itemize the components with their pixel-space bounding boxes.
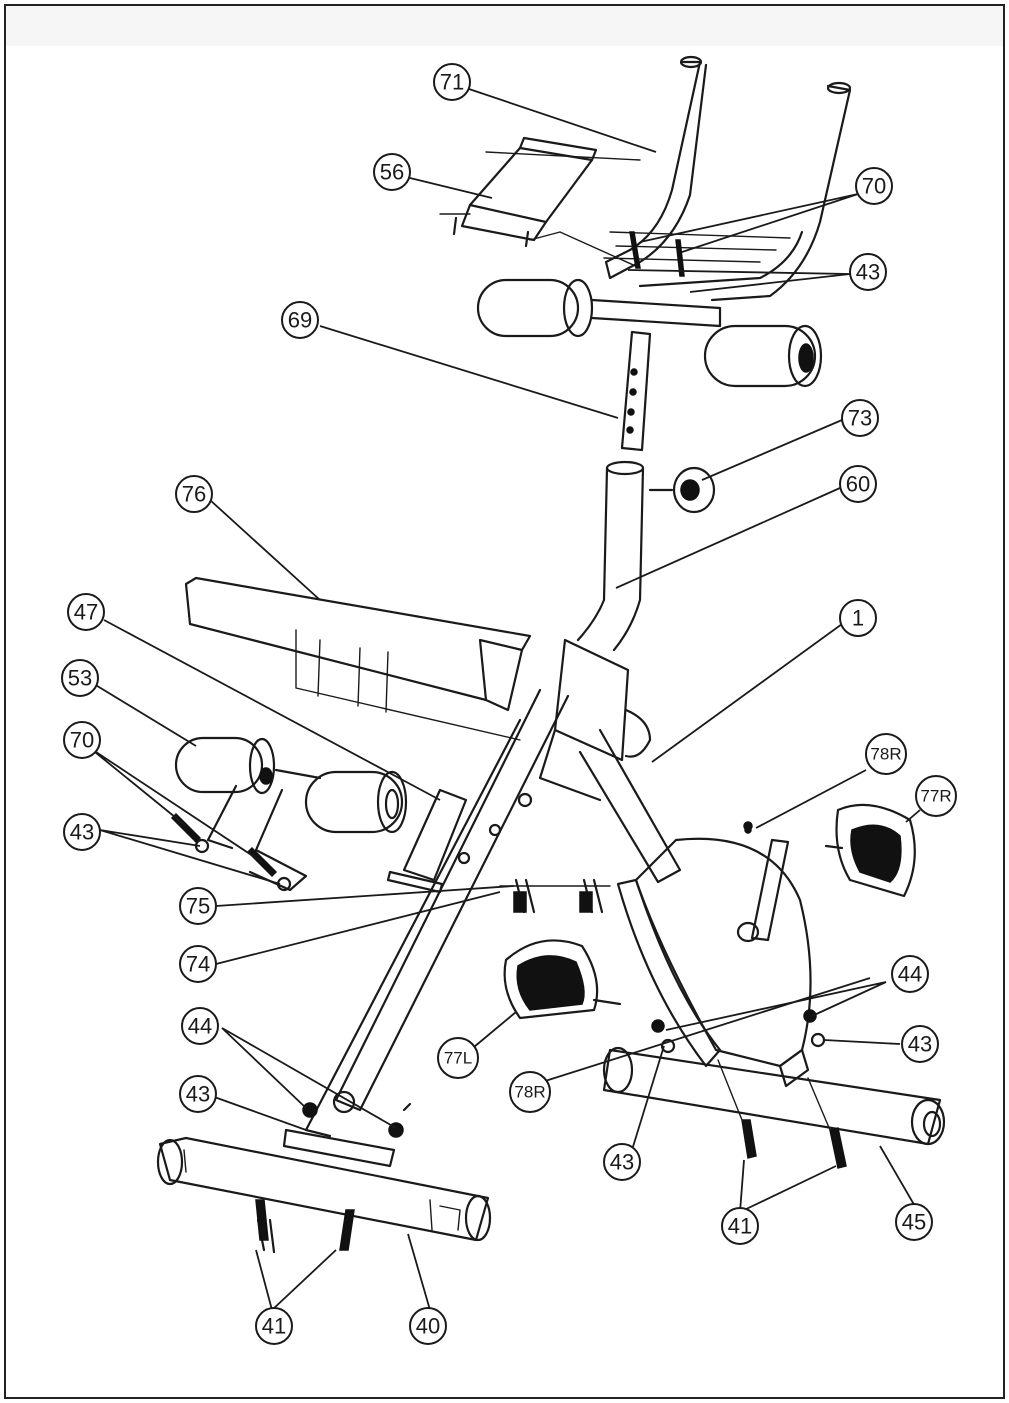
callout-53-label: 53 — [68, 666, 92, 691]
callout-70-top: 70 — [855, 167, 893, 205]
callout-77r: 77R — [915, 775, 957, 817]
callout-45: 45 — [895, 1203, 933, 1241]
callout-44-left-label: 44 — [188, 1014, 212, 1039]
top-band — [6, 6, 1003, 46]
leg-roller-pads — [174, 736, 408, 892]
callout-69: 69 — [281, 301, 319, 339]
adjustment-knob — [648, 466, 716, 514]
callout-43-lower-left: 43 — [179, 1075, 217, 1113]
rear-stabilizer — [602, 1046, 946, 1169]
callout-76-label: 76 — [182, 482, 206, 507]
callout-69-label: 69 — [288, 308, 312, 333]
crank-arm — [736, 838, 790, 943]
callout-41-left: 41 — [255, 1307, 293, 1345]
callout-77r-label: 77R — [920, 787, 951, 806]
callout-43-bottom: 43 — [603, 1143, 641, 1181]
callout-70-top-label: 70 — [862, 174, 886, 199]
hardware-bolts — [170, 231, 826, 1138]
callout-43-top: 43 — [849, 253, 887, 291]
callout-77l-label: 77L — [444, 1049, 472, 1068]
callout-56-label: 56 — [380, 160, 404, 185]
callout-45-label: 45 — [902, 1210, 926, 1235]
front-stabilizer — [156, 1128, 492, 1254]
callout-70-left: 70 — [63, 721, 101, 759]
callout-47: 47 — [67, 593, 105, 631]
callout-73-label: 73 — [848, 406, 872, 431]
callout-60-label: 60 — [846, 472, 870, 497]
callout-71: 71 — [433, 63, 471, 101]
callout-44-left: 44 — [181, 1007, 219, 1045]
callout-74-label: 74 — [186, 952, 210, 977]
callout-41-left-label: 41 — [262, 1314, 286, 1339]
callout-43-top-label: 43 — [856, 260, 880, 285]
callout-47-label: 47 — [74, 600, 98, 625]
callout-73: 73 — [841, 399, 879, 437]
pedal-left — [503, 939, 622, 1020]
callout-43-left-label: 43 — [70, 820, 94, 845]
callout-43-bottom-label: 43 — [610, 1150, 634, 1175]
callout-44-right: 44 — [891, 955, 929, 993]
callout-41-right: 41 — [721, 1207, 759, 1245]
callout-56: 56 — [373, 153, 411, 191]
callout-78r-top: 78R — [865, 733, 907, 775]
handle-grips — [476, 278, 823, 388]
callout-41-right-label: 41 — [728, 1214, 752, 1239]
callout-75: 75 — [179, 887, 217, 925]
callout-40-label: 40 — [416, 1314, 440, 1339]
upright-tube — [576, 460, 645, 652]
callout-1: 1 — [839, 599, 877, 637]
callout-60: 60 — [839, 465, 877, 503]
callout-75-label: 75 — [186, 894, 210, 919]
leader-lines — [89, 87, 921, 1311]
callout-44-right-label: 44 — [898, 962, 922, 987]
handlebar — [603, 55, 852, 302]
callout-71-label: 71 — [440, 70, 464, 95]
handlebar-post — [620, 330, 652, 452]
callout-78r-bottom-label: 78R — [514, 1083, 545, 1102]
callout-74: 74 — [179, 945, 217, 983]
callout-43-mid-right: 43 — [901, 1025, 939, 1063]
callout-78r-top-label: 78R — [870, 745, 901, 764]
callout-76: 76 — [175, 475, 213, 513]
callout-77l: 77L — [437, 1037, 479, 1079]
callout-40: 40 — [409, 1307, 447, 1345]
callout-53: 53 — [61, 659, 99, 697]
flywheel-housing — [616, 837, 812, 1088]
callout-70-left-label: 70 — [70, 728, 94, 753]
seat — [184, 576, 532, 741]
callout-78r-bottom: 78R — [509, 1071, 551, 1113]
callout-43-left: 43 — [63, 813, 101, 851]
callout-1-label: 1 — [852, 606, 864, 631]
callout-43-mid-right-label: 43 — [908, 1032, 932, 1057]
callout-43-lower-left-label: 43 — [186, 1082, 210, 1107]
console-computer — [439, 136, 641, 269]
